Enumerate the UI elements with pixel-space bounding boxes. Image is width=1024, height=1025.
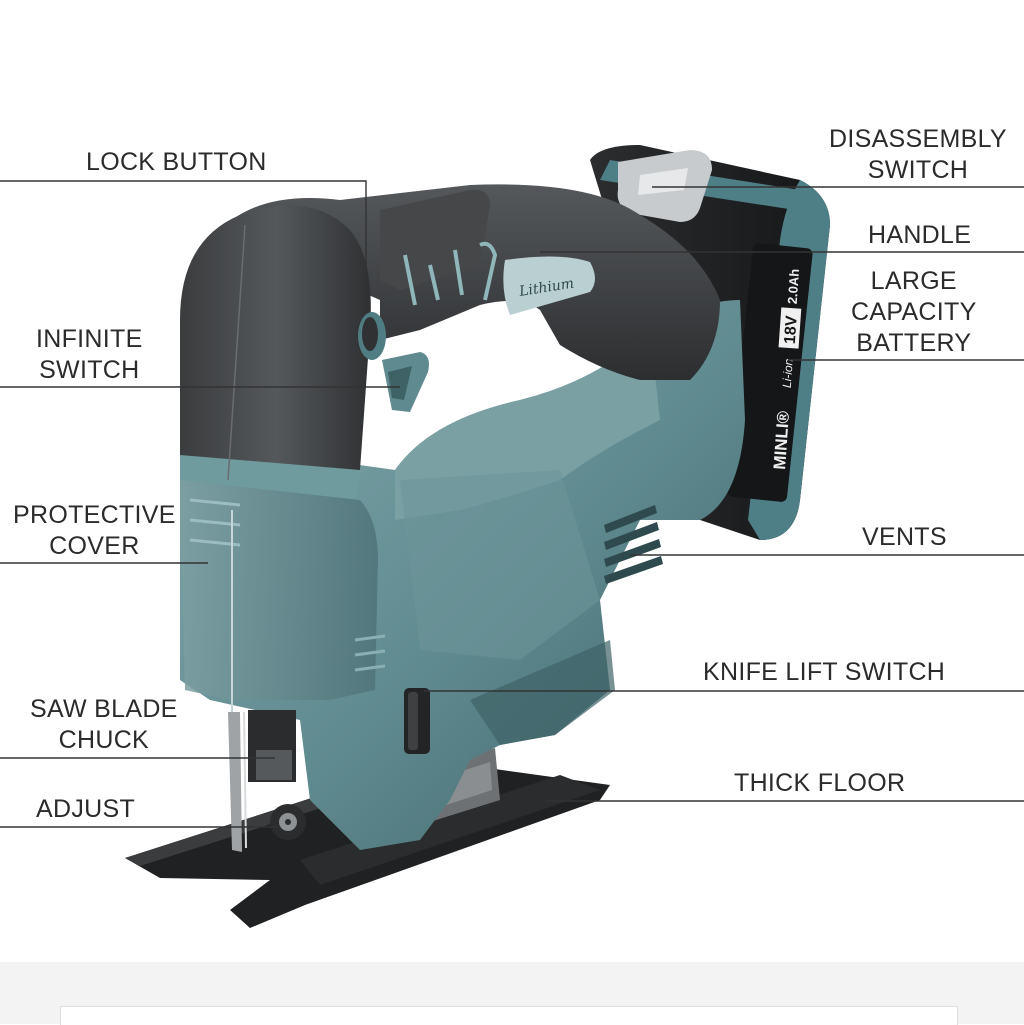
bottom-card [60,1006,958,1025]
saw-blade-chuck [228,710,296,852]
label-vents: VENTS [862,523,947,551]
label-knife-lift-switch: KNIFE LIFT SWITCH [703,658,946,686]
vents [604,505,663,584]
battery-brand-text: MINLI® [770,410,793,470]
adjust-roller [270,804,306,840]
battery-label: MINLI® Li-ion 18V 2.0Ah [770,268,802,470]
lock-button [358,312,386,360]
label-large-capacity-battery: LARGE CAPACITY BATTERY [851,267,977,357]
leader-lines [0,180,1024,828]
label-adjust: ADJUST [36,795,136,823]
label-lock-button: LOCK BUTTON [86,148,267,176]
label-disassembly-switch: DISASSEMBLY SWITCH [829,125,1007,184]
label-protective-cover: PROTECTIVE COVER [13,501,176,560]
infinite-switch [382,352,429,412]
battery-capacity-text: 2.0Ah [785,268,802,304]
leader-lock-button [0,180,367,312]
label-thick-floor: THICK FLOOR [734,769,906,797]
label-infinite-switch: INFINITE SWITCH [36,325,143,384]
disassembly-switch [617,150,712,222]
knife-lift-switch [404,688,430,754]
battery-voltage-text: 18V [782,315,801,345]
battery-type-text: Li-ion [780,358,796,389]
main-body [180,300,745,850]
motor-head [180,205,371,500]
label-handle: HANDLE [868,221,972,249]
label-saw-blade-chuck: SAW BLADE CHUCK [30,695,178,754]
